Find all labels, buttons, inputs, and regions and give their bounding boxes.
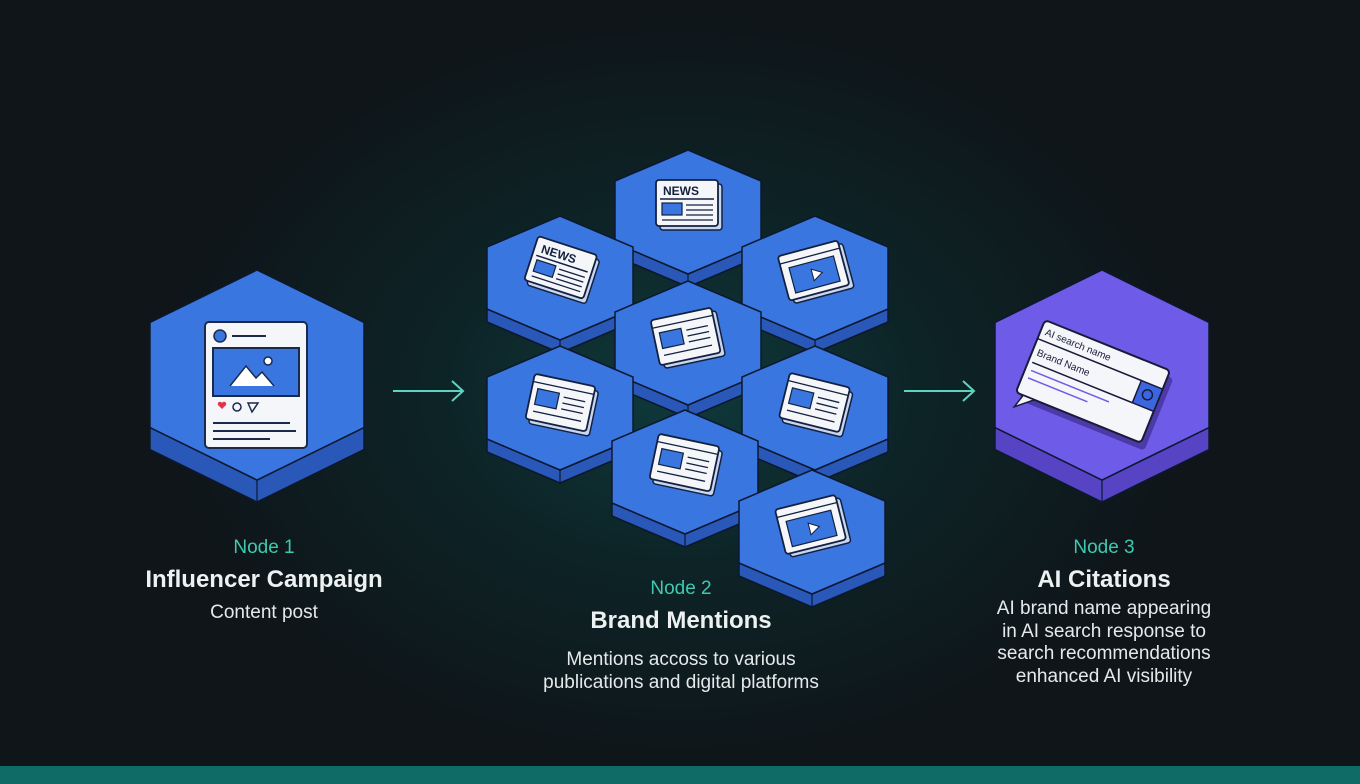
article-window-icon xyxy=(650,307,726,369)
node-1-caption: Node 1 Influencer Campaign Content post xyxy=(145,536,382,625)
arrow-node1-to-node2 xyxy=(393,380,465,402)
node-2-description-line: Mentions accoss to various xyxy=(566,649,796,670)
node-3-label: Node 3 xyxy=(1073,537,1135,558)
ai-search-icon: AI search name Brand Name xyxy=(1012,320,1173,450)
node-3-title: AI Citations xyxy=(1037,566,1171,593)
node-2-title: Brand Mentions xyxy=(590,607,772,634)
node-3-description-line: enhanced AI visibility xyxy=(1015,665,1193,687)
node-2-caption: Node 2 Brand Mentions Mentions accoss to… xyxy=(543,577,819,694)
node-1-description: Content post xyxy=(210,602,318,623)
arrow-node2-to-node3 xyxy=(904,380,976,402)
newspaper-icon: NEWS xyxy=(524,235,600,304)
node-3-description-line: search recommendations xyxy=(997,643,1211,664)
node-3-caption: Node 3 AI Citations AI brand name appear… xyxy=(997,536,1211,688)
node-3-description: AI brand name appearing in AI search res… xyxy=(997,598,1211,688)
video-window-icon xyxy=(774,494,852,558)
article-window-icon xyxy=(525,373,599,437)
newspaper-icon: NEWS xyxy=(655,179,723,231)
node-2-label: Node 2 xyxy=(650,578,712,599)
article-window-icon xyxy=(649,433,723,497)
node-2-description: Mentions accoss to various publications … xyxy=(543,649,819,694)
social-post-icon xyxy=(204,321,308,449)
node-1-label: Node 1 xyxy=(233,537,295,558)
article-window-icon xyxy=(778,372,854,438)
node-3-description-line: AI brand name appearing xyxy=(996,598,1212,619)
node-1-title: Influencer Campaign xyxy=(145,566,383,593)
bottom-bar xyxy=(0,766,1360,784)
node-3-description-line: in AI search response to xyxy=(1002,620,1206,642)
video-window-icon xyxy=(777,240,855,304)
node-2-description-line: publications and digital platforms xyxy=(543,671,819,693)
news-label: NEWS xyxy=(663,184,699,198)
